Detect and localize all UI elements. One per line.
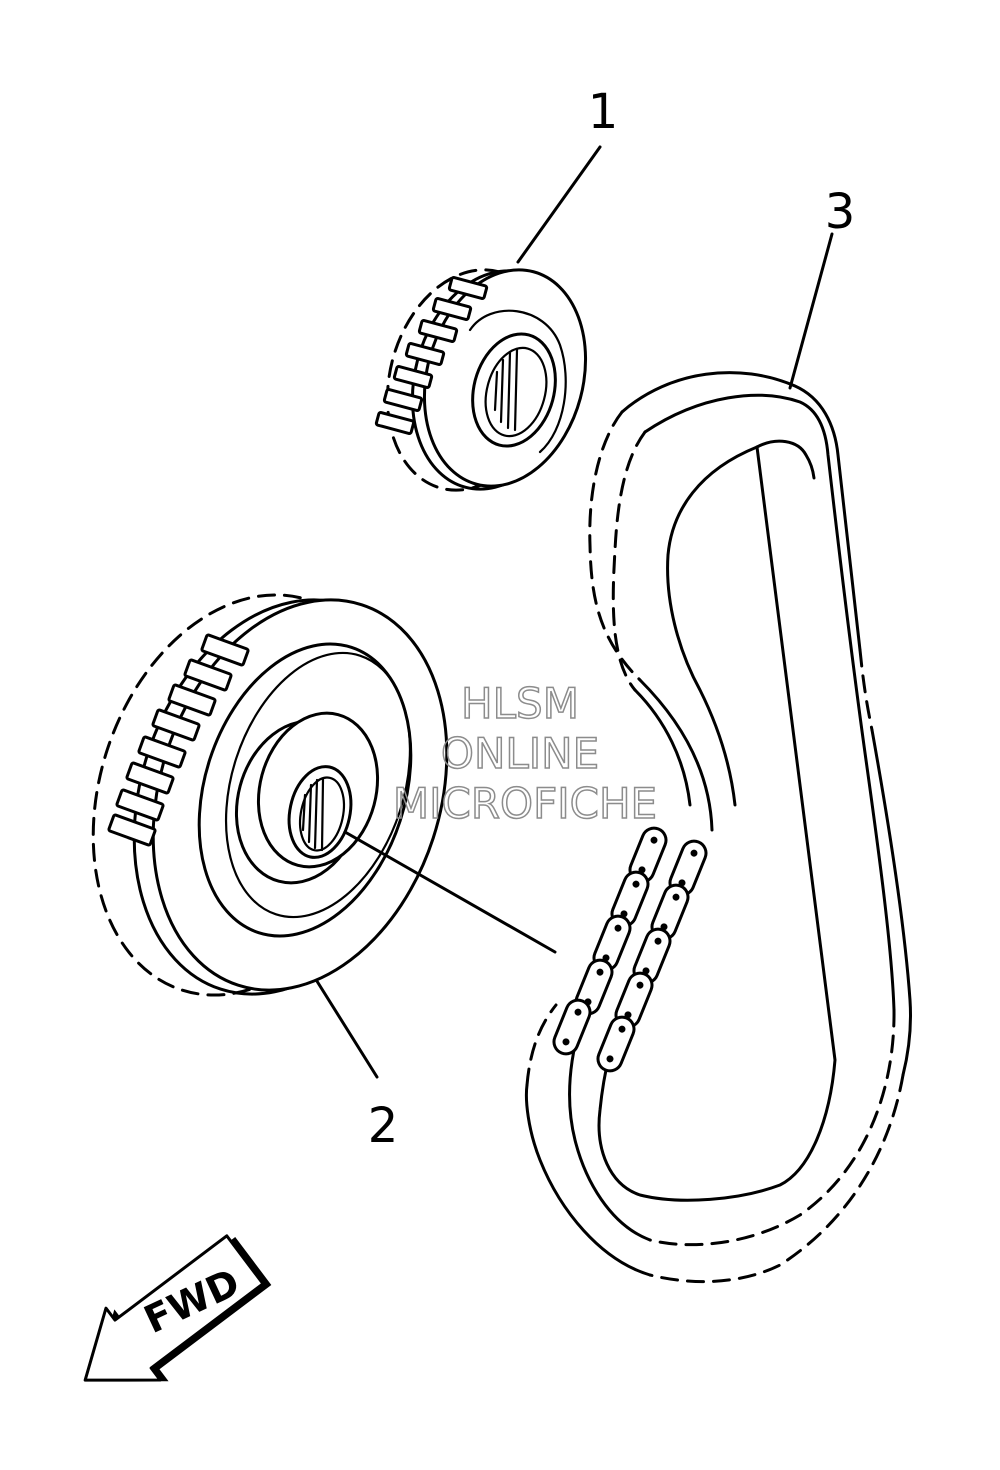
belt-outer-edge <box>870 728 912 1077</box>
sprocket-tooth <box>392 365 434 389</box>
chain-pin <box>636 981 644 989</box>
belt-outer-edge <box>638 678 714 832</box>
watermark-line-1: HLSM <box>461 679 579 728</box>
belt-outer-edge <box>525 1003 558 1087</box>
belt-inner-edge <box>666 445 759 807</box>
forward-arrow-icon: FWD <box>83 1234 272 1382</box>
leader-line-2 <box>313 976 379 1079</box>
belt-outer-edge <box>588 410 642 682</box>
leader-line-3 <box>788 232 834 390</box>
forward-arrow-body <box>83 1234 265 1382</box>
watermark-line-3: MICROFICHE <box>393 779 657 828</box>
callout-label-3: 3 <box>825 184 856 240</box>
small-sprocket <box>374 268 588 492</box>
large-sprocket-spline-bore <box>298 776 346 852</box>
chain-pin <box>690 849 698 857</box>
sprocket-tooth <box>417 319 459 343</box>
belt-thickness-edge <box>611 430 647 692</box>
belt-outer-edge <box>620 371 862 652</box>
callout-label-1: 1 <box>588 84 619 140</box>
chain-link <box>596 1015 636 1073</box>
chain-pin <box>562 1038 570 1046</box>
sprocket-tooth <box>200 633 250 667</box>
small-sprocket-hub-hole <box>471 332 557 448</box>
belt-outer-edge <box>858 648 874 732</box>
chain-pin <box>618 1025 626 1033</box>
drive-belt <box>524 371 912 1284</box>
belt-outer-edge <box>648 1073 905 1284</box>
large-sprocket-splines <box>301 777 325 852</box>
small-sprocket-spline-bore <box>484 346 548 438</box>
chain-routing-line <box>343 830 557 954</box>
small-sprocket-teeth <box>374 276 489 435</box>
belt-thickness-edge <box>643 393 896 1012</box>
belt-thickness-edge <box>648 1008 896 1247</box>
small-sprocket-splines <box>493 348 519 432</box>
watermark-line-2: ONLINE <box>441 729 599 778</box>
chain-pin <box>596 968 604 976</box>
chain-pin <box>606 1055 614 1063</box>
chain-pin <box>650 836 658 844</box>
sprocket-tooth <box>382 388 424 412</box>
sprocket-tooth <box>431 297 473 321</box>
chain-link-plate <box>596 1015 636 1073</box>
belt-thickness-edge <box>568 1023 652 1242</box>
large-sprocket-teeth <box>107 633 250 847</box>
sprocket-tooth <box>404 342 446 366</box>
chain-section <box>552 826 708 1073</box>
sprocket-tooth <box>374 411 416 435</box>
sprocket-tooth <box>183 658 233 692</box>
small-sprocket-face-ring <box>468 309 567 454</box>
belt-thickness-edge <box>633 688 692 807</box>
chain-link <box>650 883 690 941</box>
watermark: HLSM ONLINE MICROFICHE <box>392 678 658 829</box>
sprocket-tooth <box>107 813 157 847</box>
chain-pin <box>574 1008 582 1016</box>
callout-label-2: 2 <box>368 1098 399 1154</box>
sprocket-tooth <box>447 276 489 300</box>
belt-inner-edge <box>597 445 837 1202</box>
chain-pin <box>672 893 680 901</box>
belt-outer-edge <box>524 1083 652 1277</box>
chain-link <box>552 998 592 1056</box>
sprocket-tooth <box>151 708 201 742</box>
sprocket-tooth <box>125 761 175 795</box>
sprocket-tooth <box>137 735 187 769</box>
leader-line-1 <box>516 145 602 264</box>
sprocket-tooth <box>167 683 217 717</box>
chain-pin <box>654 937 662 945</box>
chain-pin <box>614 924 622 932</box>
large-sprocket <box>91 593 449 997</box>
chain-pin <box>632 880 640 888</box>
large-sprocket-recess-wall <box>224 651 412 919</box>
sprocket-tooth <box>115 788 165 822</box>
belt-inner-edge <box>755 439 816 480</box>
large-sprocket-recess-ring <box>197 642 413 938</box>
